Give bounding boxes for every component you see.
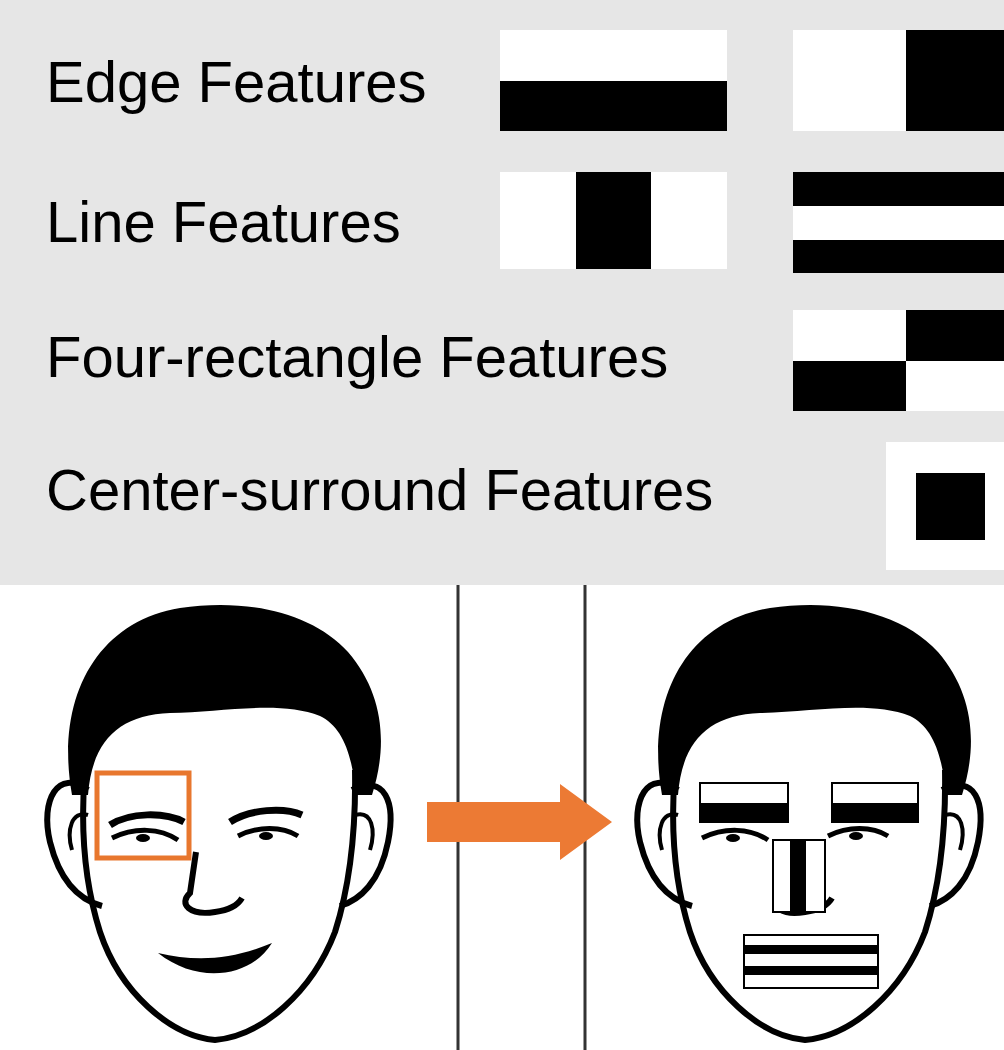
face-drawing [47,605,390,1040]
feature-label: Center-surround Features [46,461,713,519]
feature-label: Four-rectangle Features [46,328,668,386]
feature-label: Line Features [46,193,401,251]
edge-feature [500,30,727,131]
orange-arrow [427,784,612,860]
detection-window [97,773,189,858]
line-feature [793,172,1004,273]
four-rectangle-feature [793,310,1004,411]
feature-panel [0,0,1004,585]
feature-label: Edge Features [46,53,426,111]
line-feature [500,172,727,269]
edge-feature [793,30,1004,131]
face-drawing [637,605,980,1040]
center-surround-feature [886,442,1004,570]
